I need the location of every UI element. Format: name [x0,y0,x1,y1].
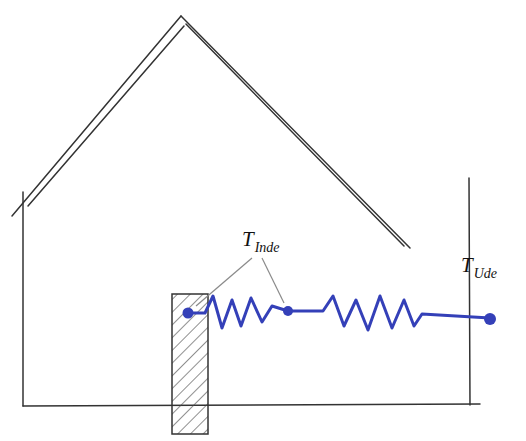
temperature-subscript: Ude [474,267,497,281]
wall-hatch [172,294,208,434]
temperature-subscript: Inde [255,241,280,255]
leader-lines [196,258,284,306]
house-outline [12,16,480,406]
temperature-symbol: T [461,255,473,276]
thermal-resistor-network [188,296,490,330]
temperature-nodes [183,306,497,325]
temperature-symbol: T [242,229,254,250]
